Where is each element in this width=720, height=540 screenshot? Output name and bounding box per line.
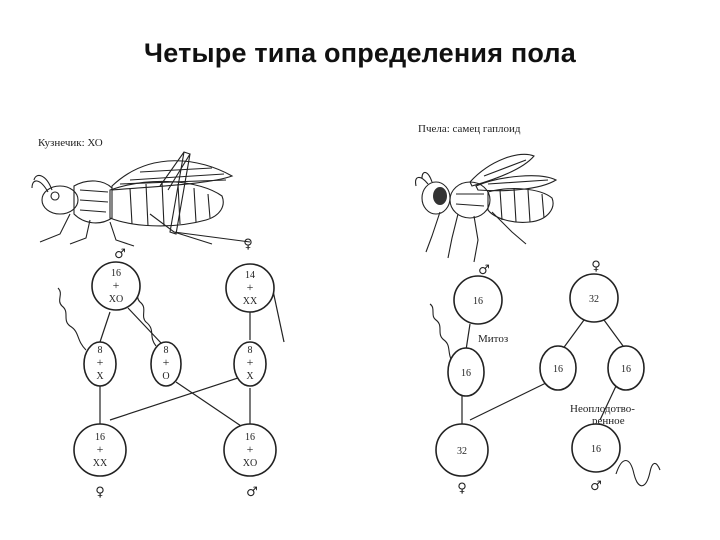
slide-title: Четыре типа определения пола bbox=[144, 38, 576, 68]
svg-text:32: 32 bbox=[457, 446, 467, 457]
svg-text:O: O bbox=[162, 371, 169, 382]
grasshopper-egg: 8 + X bbox=[233, 341, 267, 387]
svg-text:+: + bbox=[247, 442, 254, 456]
svg-text:16: 16 bbox=[245, 432, 255, 443]
svg-text:+: + bbox=[247, 280, 254, 294]
svg-text:XX: XX bbox=[243, 296, 258, 307]
svg-text:X: X bbox=[246, 371, 254, 382]
grasshopper-male-sign: ♂ bbox=[114, 247, 126, 262]
bee-male-offspring-sign: ♂ bbox=[590, 479, 602, 494]
svg-text:XO: XO bbox=[243, 458, 257, 469]
grasshopper-son-sign: ♂ bbox=[246, 485, 258, 500]
svg-text:16: 16 bbox=[111, 268, 121, 279]
mitosis-label: Митоз bbox=[478, 333, 508, 345]
svg-text:+: + bbox=[97, 355, 104, 369]
svg-text:16: 16 bbox=[473, 296, 483, 307]
grasshopper-mother-cell: 14 + XX bbox=[225, 263, 275, 313]
svg-text:8: 8 bbox=[164, 345, 169, 356]
svg-text:16: 16 bbox=[621, 364, 631, 375]
bee-egg-fertilized: 16 bbox=[539, 345, 577, 391]
bee-male-sign: ♂ bbox=[478, 263, 490, 278]
bee-lineage-lines bbox=[461, 319, 627, 424]
bee-female-sign: ♀ bbox=[591, 259, 601, 274]
svg-text:XX: XX bbox=[93, 458, 108, 469]
bee-egg-unfertilized: 16 bbox=[607, 345, 645, 391]
bee-drone-cell: 16 bbox=[453, 275, 503, 325]
bee-label: Пчела: самец гаплоид bbox=[418, 123, 521, 135]
svg-text:8: 8 bbox=[98, 345, 103, 356]
svg-text:+: + bbox=[163, 355, 170, 369]
svg-text:16: 16 bbox=[461, 368, 471, 379]
grasshopper-daughter-sign: ♀ bbox=[95, 485, 105, 500]
parthenogenetic-label-line1: Неоплодотво- bbox=[570, 403, 635, 415]
grasshopper-father-cell: 16 + XO bbox=[91, 261, 141, 311]
bee-sperm-tail bbox=[429, 303, 455, 365]
svg-text:+: + bbox=[113, 278, 120, 292]
grasshopper-label: Кузнечик: ХО bbox=[38, 137, 103, 149]
svg-text:16: 16 bbox=[591, 444, 601, 455]
bee-female-offspring-sign: ♀ bbox=[457, 481, 467, 496]
bee-queen-cell: 32 bbox=[569, 273, 619, 323]
bee-male-offspring-cell: 16 bbox=[571, 423, 621, 473]
svg-text:+: + bbox=[97, 442, 104, 456]
grasshopper-daughter-cell: 16 + XX bbox=[73, 423, 127, 477]
grasshopper-son-cell: 16 + XO bbox=[223, 423, 277, 477]
svg-text:16: 16 bbox=[95, 432, 105, 443]
bee-female-offspring-cell: 32 bbox=[435, 423, 489, 477]
sperm-tail-left bbox=[57, 287, 87, 351]
bee-sperm-cell: 16 bbox=[447, 347, 485, 397]
grasshopper-female-sign: ♀ bbox=[243, 237, 253, 252]
bee-illustration bbox=[415, 153, 558, 263]
svg-text:16: 16 bbox=[553, 364, 563, 375]
egg-pointer-line bbox=[271, 285, 285, 343]
svg-text:32: 32 bbox=[589, 294, 599, 305]
svg-text:+: + bbox=[247, 355, 254, 369]
wave-squiggle bbox=[615, 459, 661, 487]
grasshopper-sperm-x: 8 + X bbox=[83, 341, 117, 387]
svg-text:14: 14 bbox=[245, 270, 255, 281]
svg-text:X: X bbox=[96, 371, 104, 382]
svg-text:8: 8 bbox=[248, 345, 253, 356]
grasshopper-sperm-o: 8 + O bbox=[150, 341, 182, 387]
grasshopper-lineage-lines bbox=[99, 307, 251, 429]
svg-text:XO: XO bbox=[109, 294, 123, 305]
grasshopper-illustration bbox=[31, 151, 251, 247]
